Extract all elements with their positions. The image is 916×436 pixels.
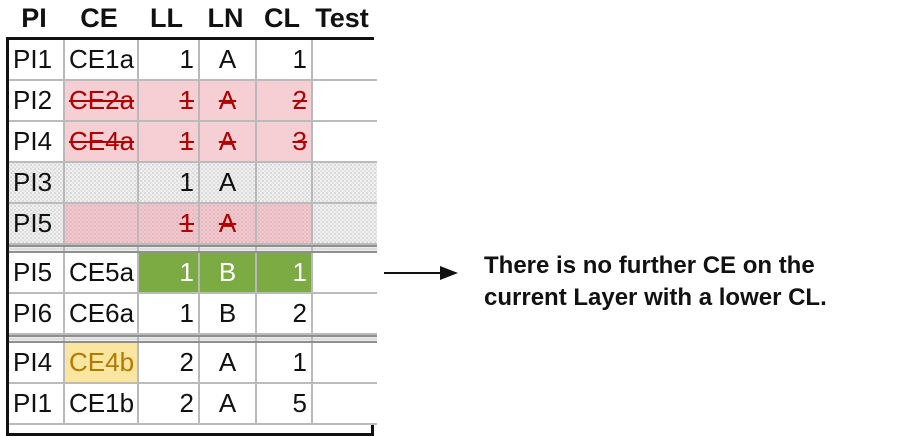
separator-segment [200,247,257,251]
ce-cell: CE6a [65,294,139,333]
ll-cell: 1 [139,163,200,202]
arrow-shaft [384,272,442,274]
ce-cell: CE2a [65,81,139,120]
header-ln: LN [197,0,254,40]
ll-cell: 1 [139,253,200,292]
ce-cell: CE4b [65,343,139,382]
ce-table: PI CE LL LN CL Test PI1 CE1a 1 A 1 PI2 C… [6,0,377,436]
separator-segment [313,247,377,251]
cl-cell: 1 [257,343,313,382]
separator-segment [139,337,200,341]
cl-cell: 2 [257,81,313,120]
right-arrow-icon [384,266,460,280]
ce-cell [65,163,139,202]
separator-segment [9,247,65,251]
header-pi: PI [6,0,62,40]
separator-segment [257,337,313,341]
ln-cell: A [200,384,257,423]
table-row: PI2 CE2a 1 A 2 [9,81,377,122]
ln-cell: A [200,163,257,202]
test-cell [313,204,377,243]
ln-cell: A [200,343,257,382]
ce-cell: CE1b [65,384,139,423]
ce-cell: CE5a [65,253,139,292]
header-cl: CL [254,0,310,40]
test-cell [313,81,377,120]
table-row: PI5 1 A [9,204,377,245]
ln-cell: A [200,204,257,243]
test-cell [313,343,377,382]
table-row: PI4 CE4b 2 A 1 [9,343,377,384]
table-row: PI3 1 A [9,163,377,204]
header-test: Test [310,0,374,40]
section-separator [9,245,377,253]
cl-cell: 1 [257,253,313,292]
pi-cell: PI1 [9,40,65,79]
ln-cell: B [200,294,257,333]
table-row: PI5 CE5a 1 B 1 [9,253,377,294]
test-cell [313,163,377,202]
separator-segment [257,247,313,251]
ll-cell: 1 [139,294,200,333]
table-row: PI4 CE4a 1 A 3 [9,122,377,163]
ll-cell: 1 [139,122,200,161]
ce-cell: CE4a [65,122,139,161]
separator-segment [9,337,65,341]
cl-cell: 2 [257,294,313,333]
ln-cell: A [200,122,257,161]
separator-segment [139,247,200,251]
table-row: PI1 CE1b 2 A 5 [9,384,377,425]
ln-cell: B [200,253,257,292]
ll-cell: 1 [139,40,200,79]
cl-cell [257,163,313,202]
pi-cell: PI6 [9,294,65,333]
table-header-row: PI CE LL LN CL Test [6,0,374,40]
ce-cell [65,204,139,243]
pi-cell: PI4 [9,122,65,161]
pi-cell: PI5 [9,253,65,292]
ll-cell: 2 [139,343,200,382]
table-row: PI1 CE1a 1 A 1 [9,40,377,81]
ce-cell: CE1a [65,40,139,79]
annotation-text: There is no further CE on the current La… [484,252,827,311]
separator-segment [65,247,139,251]
ll-cell: 2 [139,384,200,423]
test-cell [313,122,377,161]
cl-cell: 3 [257,122,313,161]
header-ce: CE [62,0,136,40]
ln-cell: A [200,40,257,79]
pi-cell: PI1 [9,384,65,423]
test-cell [313,294,377,333]
pi-cell: PI5 [9,204,65,243]
separator-segment [313,337,377,341]
table-row: PI6 CE6a 1 B 2 [9,294,377,335]
arrow-head [440,266,458,280]
ln-cell: A [200,81,257,120]
separator-segment [65,337,139,341]
pi-cell: PI2 [9,81,65,120]
cl-cell: 1 [257,40,313,79]
pi-cell: PI4 [9,343,65,382]
test-cell [313,40,377,79]
test-cell [313,253,377,292]
section-separator [9,335,377,343]
cl-cell: 5 [257,384,313,423]
test-cell [313,384,377,423]
header-ll: LL [136,0,197,40]
cl-cell [257,204,313,243]
pi-cell: PI3 [9,163,65,202]
ll-cell: 1 [139,81,200,120]
separator-segment [200,337,257,341]
table-body: PI1 CE1a 1 A 1 PI2 CE2a 1 A 2 PI4 CE4a 1… [6,40,377,436]
ll-cell: 1 [139,204,200,243]
